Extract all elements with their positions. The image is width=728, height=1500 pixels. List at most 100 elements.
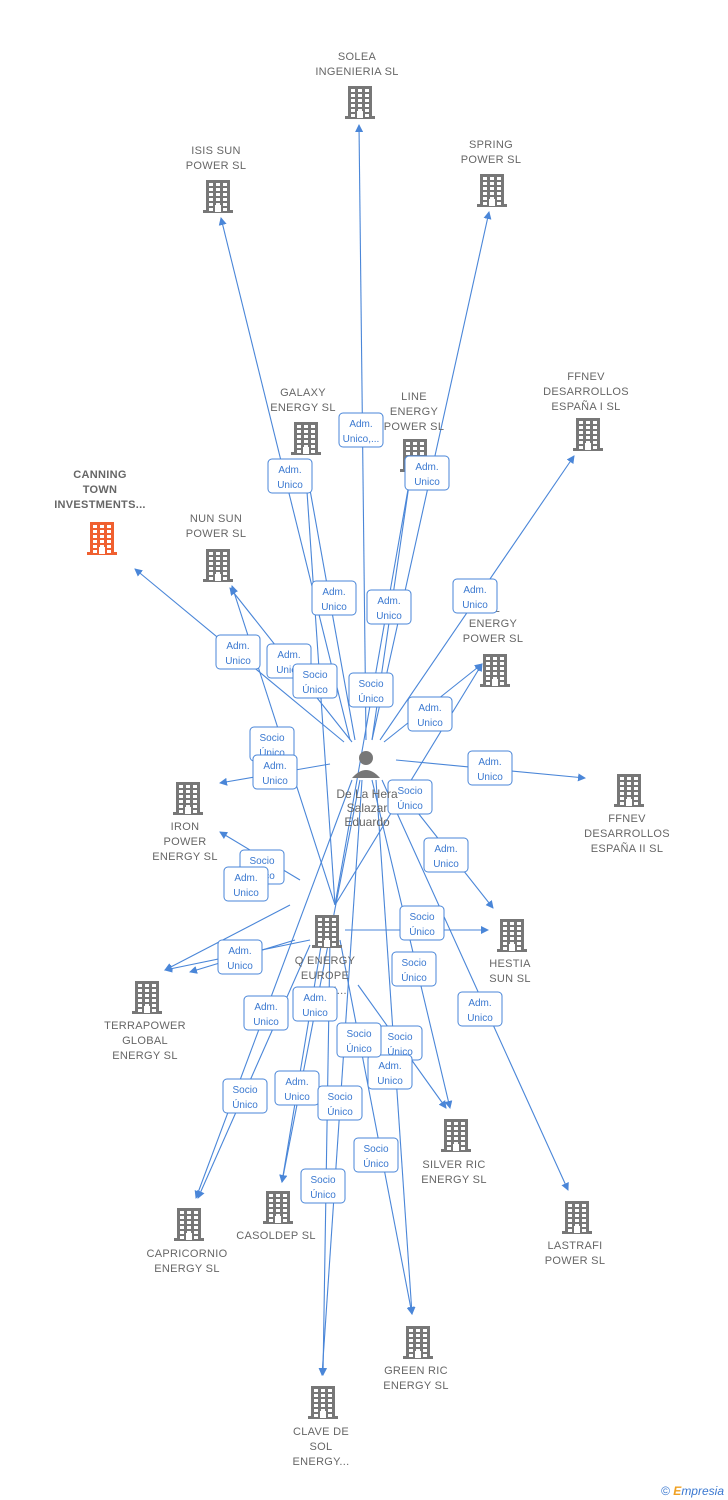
company-label: ENERGY... [293, 1456, 350, 1468]
company-node-casoldep[interactable]: CASOLDEP SL [236, 1191, 316, 1242]
edge-label[interactable]: Adm.Unico [452, 578, 498, 614]
edge-label-text: Socio [327, 1092, 352, 1103]
company-label: Q ENERGY [295, 955, 356, 967]
company-label: SUN SL [489, 973, 531, 985]
person-icon[interactable] [352, 751, 380, 778]
company-label: INGENIERIA SL [315, 66, 398, 78]
company-label: LASTRAFI [548, 1240, 603, 1252]
building-icon[interactable] [203, 549, 233, 582]
building-icon[interactable] [497, 919, 527, 952]
edge-label-text: Unico [376, 611, 402, 622]
edge-label-text: Adm. [377, 596, 400, 607]
building-icon[interactable] [573, 418, 603, 451]
company-label: POWER [163, 836, 206, 848]
edge-label[interactable]: Adm.Unico [467, 750, 513, 786]
edge-label[interactable]: Adm.Unico [217, 939, 263, 975]
building-icon[interactable] [312, 915, 342, 948]
edge-label[interactable]: Adm.Unico [274, 1070, 320, 1106]
building-icon[interactable] [173, 782, 203, 815]
company-label: ENERGY SL [112, 1050, 177, 1062]
building-icon[interactable] [308, 1386, 338, 1419]
edge-label-text: Socio [387, 1032, 412, 1043]
edge-label[interactable]: Adm.Unico [311, 580, 357, 616]
edge-label-text: Único [409, 925, 435, 938]
building-icon[interactable] [480, 654, 510, 687]
company-label: POWER SL [463, 633, 523, 645]
edge-label[interactable]: Adm.Unico [243, 995, 289, 1031]
company-node-qenergy[interactable]: Q ENERGYEUROPESPAIN... [295, 915, 356, 997]
building-icon[interactable] [441, 1119, 471, 1152]
company-node-galaxy[interactable]: GALAXY ENERGY SL [270, 387, 335, 455]
building-icon[interactable] [174, 1208, 204, 1241]
building-icon[interactable] [345, 86, 375, 119]
edge-label[interactable]: Adm.Unico [367, 1054, 413, 1090]
person-label: Eduardo [344, 815, 390, 829]
edge-label[interactable]: Adm.Unico [457, 991, 503, 1027]
edge-label[interactable]: Adm.Unico [404, 455, 450, 491]
brand-logo[interactable]: Empresia [673, 1484, 724, 1498]
building-icon[interactable] [477, 174, 507, 207]
edge-label-text: Único [397, 799, 423, 812]
edge-label[interactable]: Adm. Unico [423, 837, 469, 873]
building-icon[interactable] [263, 1191, 293, 1224]
company-node-al[interactable]: ALENERGYPOWER SL [463, 603, 523, 687]
company-node-canning[interactable]: CANNINGTOWNINVESTMENTS... [54, 469, 146, 555]
edge-line [194, 779, 353, 1199]
edge-label-text: Socio [409, 912, 434, 923]
company-label: GALAXY [280, 387, 326, 399]
edge-label[interactable]: Adm.Unico [215, 634, 261, 670]
edge-label[interactable]: Adm.Unico [292, 986, 338, 1022]
building-icon[interactable] [291, 422, 321, 455]
building-icon[interactable] [614, 774, 644, 807]
edge-line [339, 939, 415, 1315]
edge-line [318, 779, 363, 1376]
edge-label[interactable]: Adm.Unico,... [338, 412, 384, 448]
edge-label[interactable]: Adm.Unico [223, 866, 269, 902]
company-node-clavedesol[interactable]: CLAVE DESOLENERGY... [293, 1386, 350, 1468]
building-icon[interactable] [562, 1201, 592, 1234]
edge-label-text: Adm. [434, 844, 457, 855]
company-node-hestia[interactable]: HESTIA SUN SL [489, 919, 531, 985]
edge-label[interactable]: Adm. Unico [366, 589, 412, 625]
building-icon[interactable] [403, 1326, 433, 1359]
building-icon[interactable] [203, 180, 233, 213]
edge-label-text: Unico [462, 600, 488, 611]
building-icon[interactable] [87, 522, 117, 555]
edge-label[interactable]: Adm.Unico [267, 458, 313, 494]
edge-label[interactable]: Adm.Unico [252, 754, 298, 790]
edge-label[interactable]: Adm.Unico [407, 696, 453, 732]
building-icon[interactable] [132, 981, 162, 1014]
edge-label-text: Único [346, 1042, 372, 1055]
company-label: ENERGY SL [270, 402, 335, 414]
edge-label-text: Unico [277, 480, 303, 491]
edge-label-text: Unico [433, 859, 459, 870]
edges-layer [134, 124, 586, 1376]
company-label: HESTIA [489, 958, 531, 970]
edge-label-text: Adm. [277, 650, 300, 661]
